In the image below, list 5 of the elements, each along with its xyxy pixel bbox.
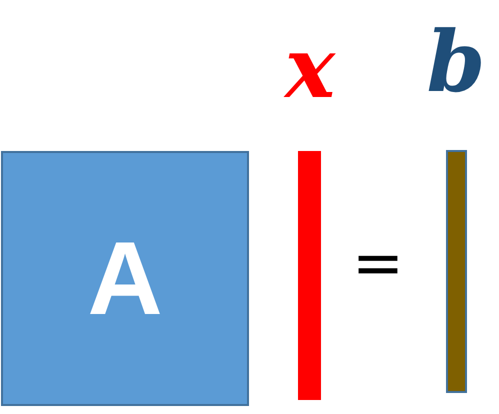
equals-sign: = [352, 228, 404, 298]
vector-heading: x [282, 20, 336, 116]
matrix-box [1, 151, 249, 406]
matrix-letter: A [86, 220, 164, 338]
vector-heading: b [426, 14, 486, 110]
